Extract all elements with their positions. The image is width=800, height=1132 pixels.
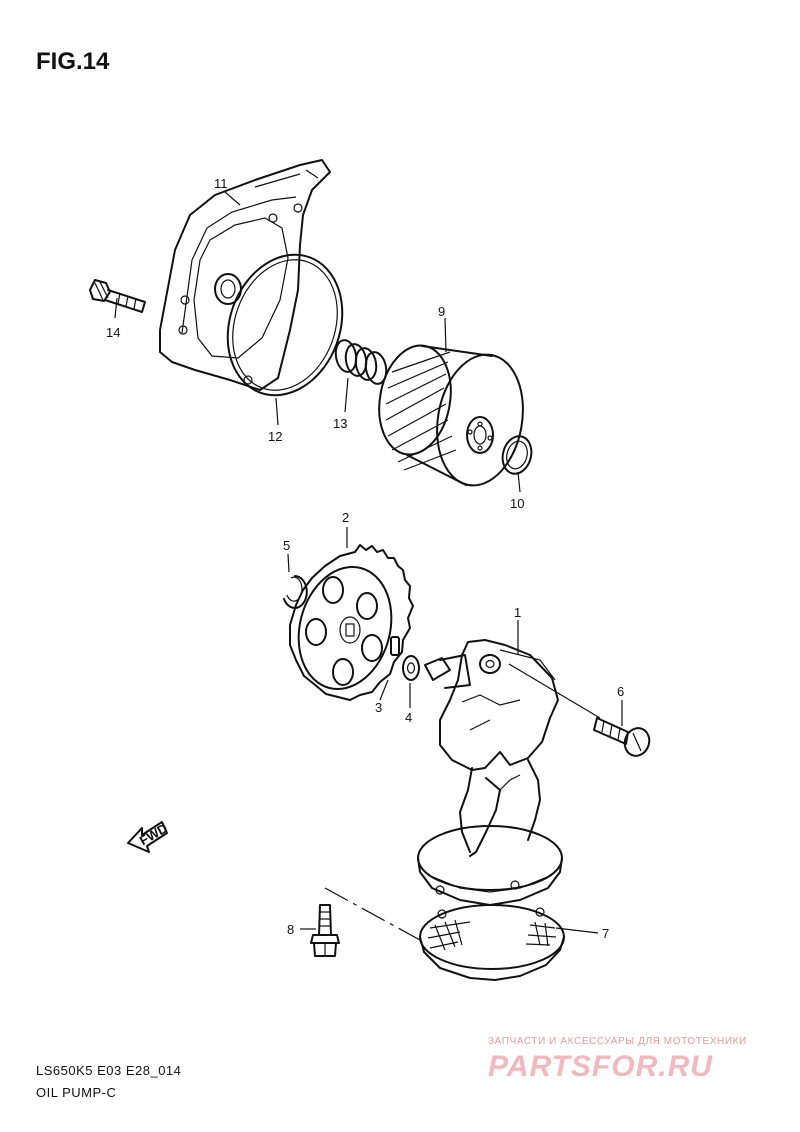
callout-8: 8 xyxy=(287,922,294,937)
fwd-direction-marker: FWD xyxy=(127,820,170,853)
callout-13: 13 xyxy=(333,416,347,431)
part-5-circlip[interactable] xyxy=(283,575,308,609)
callout-11: 11 xyxy=(214,176,228,191)
callout-3: 3 xyxy=(375,700,382,715)
part-13-spring[interactable] xyxy=(333,339,388,386)
part-4-washer[interactable] xyxy=(402,655,420,681)
fwd-label: FWD xyxy=(137,820,170,848)
callout-4: 4 xyxy=(405,710,412,725)
figure-title: FIG.14 xyxy=(36,48,110,75)
watermark-brand: PARTSFOR.RU xyxy=(488,1050,713,1083)
callout-6: 6 xyxy=(617,684,624,699)
part-14-bolt[interactable] xyxy=(89,279,146,313)
callout-1: 1 xyxy=(514,605,521,620)
part-6-screw[interactable] xyxy=(593,717,653,759)
callout-7: 7 xyxy=(602,926,609,941)
callout-10: 10 xyxy=(510,496,524,511)
callout-5: 5 xyxy=(283,538,290,553)
callout-2: 2 xyxy=(342,510,349,525)
part-10-o-ring[interactable] xyxy=(499,433,536,477)
leader-lines xyxy=(114,191,623,934)
part-12-o-ring[interactable] xyxy=(209,239,362,412)
callout-14: 14 xyxy=(106,325,120,340)
part-8-bolt[interactable] xyxy=(310,887,421,957)
watermark-tagline: ЗАПЧАСТИ И АКСЕССУАРЫ ДЛЯ МОТОТЕХНИКИ xyxy=(488,1036,747,1047)
part-1-oil-pump-assembly[interactable] xyxy=(417,639,601,906)
model-code: LS650K5 E03 E28_014 xyxy=(36,1063,182,1078)
part-9-oil-filter[interactable] xyxy=(371,340,533,493)
callout-labels: 11 14 12 13 9 10 2 5 1 3 4 6 7 8 xyxy=(106,176,624,941)
diagram-name: OIL PUMP-C xyxy=(36,1085,117,1100)
callout-12: 12 xyxy=(268,429,282,444)
part-2-driven-gear[interactable] xyxy=(285,544,414,701)
part-11-filter-cover[interactable] xyxy=(159,159,331,391)
part-7-strainer[interactable] xyxy=(419,904,565,981)
part-3-pin[interactable] xyxy=(390,636,400,656)
callout-9: 9 xyxy=(438,304,445,319)
